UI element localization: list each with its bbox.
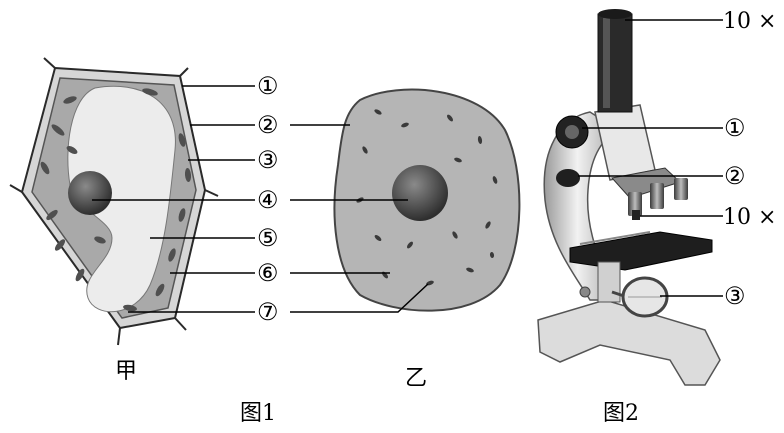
body-tube [594, 104, 656, 181]
microscope-labels: 10 × ① ② 10 × ③ [723, 9, 776, 310]
animal-leader-lines [290, 124, 429, 313]
stage [569, 231, 713, 271]
plant-cell-name: 甲 [115, 359, 137, 384]
animal-cell [333, 88, 521, 312]
plant-leader-lines [92, 85, 255, 313]
nucleus [392, 165, 448, 221]
label-2: ② [257, 111, 279, 139]
wall-junctions [9, 57, 219, 346]
figure2-caption: 图2 [603, 401, 639, 426]
label-4: ④ [257, 186, 279, 214]
base [537, 299, 721, 386]
label-1: ① [724, 114, 746, 142]
microscope-leader-lines [578, 19, 723, 297]
figure1-caption: 图1 [240, 401, 276, 426]
cell-labels: ① ② ③ ④ ⑤ ⑥ ⑦ [257, 72, 279, 326]
label-2: ② [724, 162, 746, 190]
objectives [628, 178, 688, 220]
objective-magnification: 10 × [723, 205, 776, 230]
animal-cell-name: 乙 [405, 366, 427, 391]
eyepiece-magnification: 10 × [723, 9, 776, 34]
arm [543, 111, 620, 301]
plant-cell [9, 57, 219, 346]
label-3: ③ [724, 282, 746, 310]
nucleus [68, 171, 112, 215]
fine-focus-knob [556, 169, 580, 187]
label-5: ⑤ [257, 224, 279, 252]
microscope [537, 9, 721, 386]
label-1: ① [257, 72, 279, 100]
label-6: ⑥ [257, 259, 279, 287]
chloroplasts [40, 88, 192, 312]
label-7: ⑦ [257, 298, 279, 326]
label-3: ③ [257, 146, 279, 174]
organelles [356, 109, 498, 286]
